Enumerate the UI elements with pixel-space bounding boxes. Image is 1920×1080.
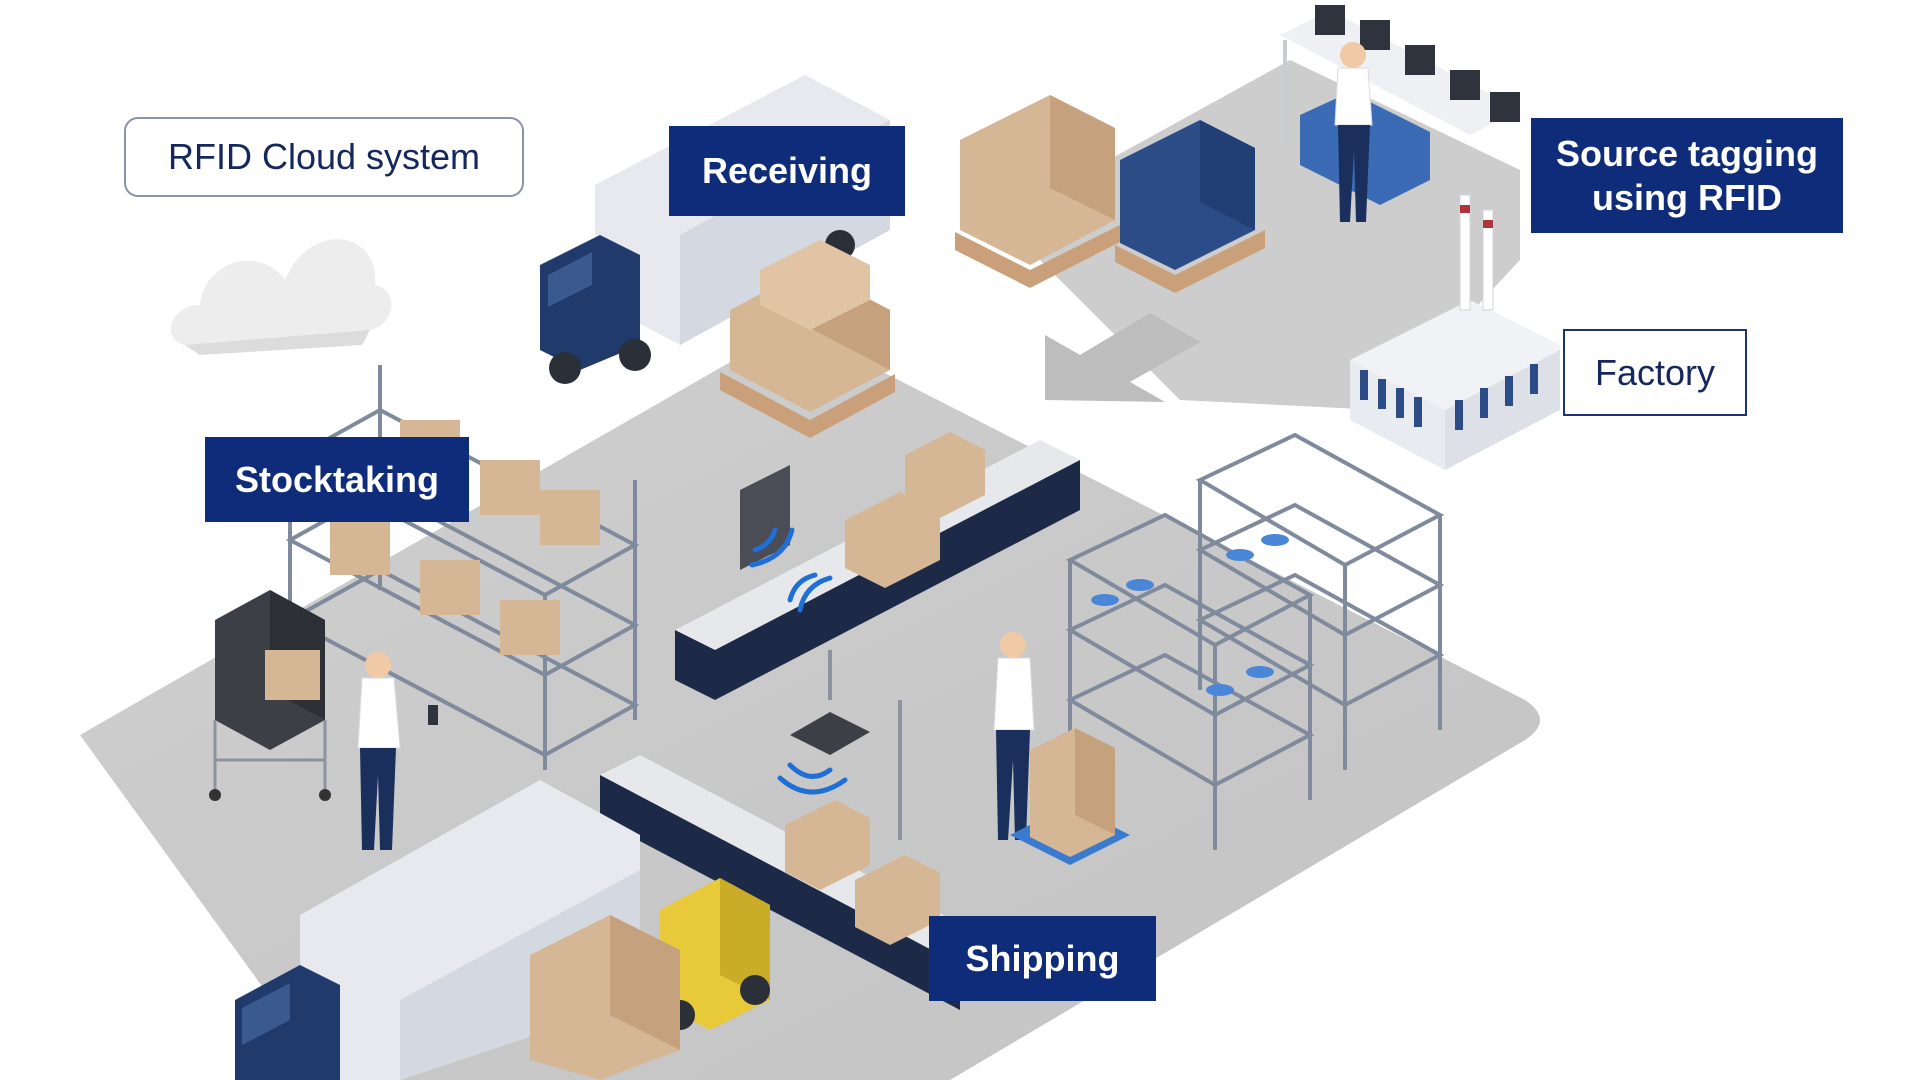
label-source-tagging: Source tagging using RFID bbox=[1531, 118, 1843, 233]
worker-icon bbox=[993, 632, 1035, 840]
label-receiving: Receiving bbox=[669, 126, 905, 216]
label-stocktaking: Stocktaking bbox=[205, 437, 469, 522]
box-stack bbox=[955, 95, 1265, 293]
factory-building-icon bbox=[1350, 194, 1560, 470]
shelf-items bbox=[1091, 534, 1289, 696]
box-stack bbox=[720, 240, 895, 438]
handheld-scanner-icon bbox=[428, 705, 438, 725]
rfid-signal-icon bbox=[777, 762, 848, 795]
shelf-rack-icon bbox=[1065, 432, 1445, 850]
label-rfid-cloud-system: RFID Cloud system bbox=[124, 117, 524, 197]
worker-icon bbox=[1334, 42, 1373, 222]
cloud-icon bbox=[170, 239, 392, 355]
label-factory: Factory bbox=[1563, 329, 1747, 416]
conveyor-belt-icon bbox=[600, 650, 1000, 1010]
forklift-icon bbox=[660, 878, 770, 1030]
box-stack bbox=[530, 915, 680, 1080]
conveyor-belt-icon bbox=[675, 432, 1080, 700]
worker-icon bbox=[357, 652, 438, 850]
rfid-reader-icon bbox=[209, 590, 331, 801]
pallet-jack-icon bbox=[1010, 728, 1130, 865]
rfid-signal-icon bbox=[749, 527, 833, 613]
label-shipping: Shipping bbox=[929, 916, 1156, 1001]
arrow-left-icon bbox=[1045, 313, 1200, 402]
